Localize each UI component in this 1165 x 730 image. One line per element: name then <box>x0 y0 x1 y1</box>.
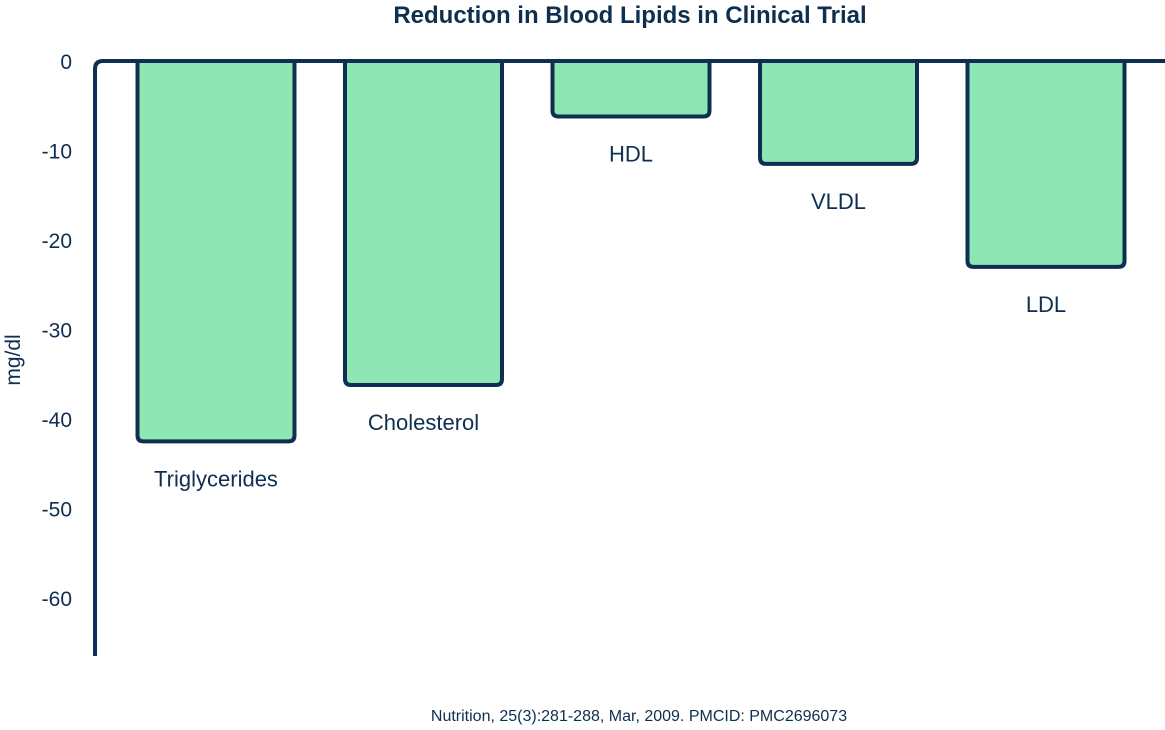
bar-vldl <box>758 59 919 166</box>
bar-cholesterol <box>343 59 504 387</box>
bar-hdl <box>550 59 712 119</box>
bar-label-cholesterol: Cholesterol <box>368 410 479 435</box>
y-tick-label: -50 <box>42 499 72 522</box>
y-axis-ticks: 0 -10 -20 -30 -40 -50 -60 <box>42 51 72 611</box>
chart-title: Reduction in Blood Lipids in Clinical Tr… <box>393 2 867 29</box>
bar-triglycerides <box>135 59 297 444</box>
y-tick-label: -30 <box>42 320 72 343</box>
y-tick-label: -20 <box>42 230 72 253</box>
source-citation: Nutrition, 25(3):281-288, Mar, 2009. PMC… <box>430 708 848 725</box>
bar-label-vldl: VLDL <box>811 189 866 214</box>
bar-labels-group: Triglycerides Cholesterol HDL VLDL LDL <box>154 141 1066 491</box>
bar-ldl <box>965 59 1127 269</box>
y-tick-label: -60 <box>42 588 72 611</box>
bar-label-hdl: HDL <box>609 141 653 166</box>
bars-group <box>135 59 1127 444</box>
bar-chart: 0 -10 -20 -30 -40 -50 -60 Triglycerides Cholest… <box>42 51 1165 656</box>
y-tick-label: -10 <box>42 141 72 164</box>
y-tick-label: 0 <box>60 51 72 74</box>
y-tick-label: -40 <box>42 409 72 432</box>
y-axis-label: mg/dl <box>2 334 25 386</box>
bar-label-triglycerides: Triglycerides <box>154 466 278 491</box>
axis-lines <box>93 59 1165 656</box>
bar-label-ldl: LDL <box>1026 292 1066 317</box>
